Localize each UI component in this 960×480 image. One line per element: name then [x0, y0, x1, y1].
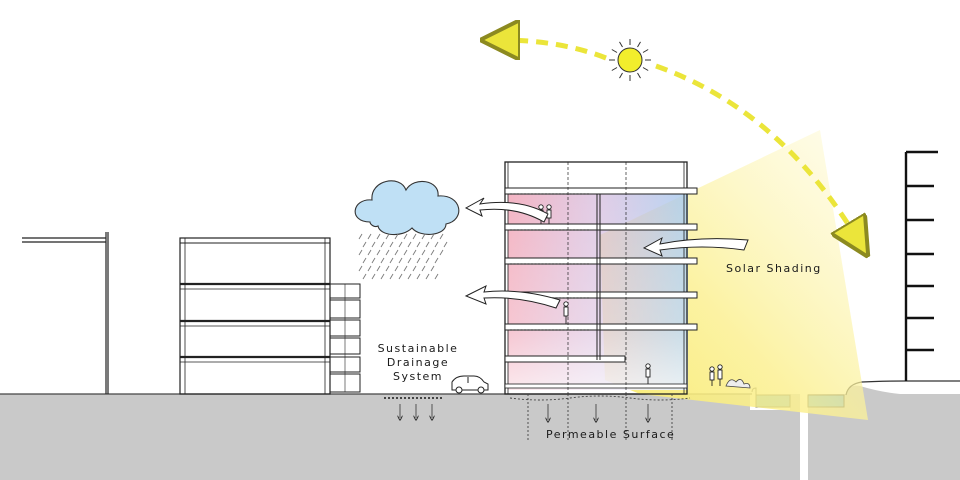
raindrop: [430, 265, 435, 272]
sun-ray: [637, 72, 641, 79]
raindrop: [412, 249, 417, 256]
raindrop: [389, 273, 394, 280]
solar-shading-label: Solar Shading: [726, 262, 822, 275]
raindrop: [407, 257, 412, 264]
cloud: [354, 180, 460, 236]
raindrop: [439, 233, 444, 240]
raindrop: [412, 233, 417, 240]
sun-ray: [642, 67, 649, 71]
sun-ray: [642, 49, 649, 53]
raindrop: [385, 265, 390, 272]
raindrop: [421, 233, 426, 240]
raindrop: [398, 241, 403, 248]
raindrop: [358, 249, 363, 256]
raindrop: [416, 257, 421, 264]
raindrop: [358, 233, 363, 240]
raindrop: [430, 249, 435, 256]
raindrop: [425, 273, 430, 280]
raindrop: [376, 233, 381, 240]
drainage-system: [384, 397, 444, 418]
raindrop: [371, 257, 376, 264]
raindrop: [407, 241, 412, 248]
raindrop: [376, 249, 381, 256]
raindrop: [371, 241, 376, 248]
permeable-surface-label: Permeable Surface: [546, 428, 676, 441]
sun-path-right: [655, 63, 858, 240]
raindrop: [416, 273, 421, 280]
raindrop: [376, 265, 381, 272]
sun-icon: [609, 39, 651, 81]
raindrop: [358, 265, 363, 272]
raindrop: [434, 273, 439, 280]
raindrop: [425, 257, 430, 264]
raindrop: [389, 257, 394, 264]
raindrop: [367, 233, 372, 240]
sun-ray: [619, 41, 623, 48]
raindrop: [403, 265, 408, 272]
raindrop: [380, 241, 385, 248]
raindrop: [367, 249, 372, 256]
raindrop: [362, 241, 367, 248]
rain: [358, 233, 448, 280]
raindrop: [394, 233, 399, 240]
ground: [0, 385, 960, 480]
raindrop: [416, 241, 421, 248]
raindrop: [389, 241, 394, 248]
building-right: [904, 150, 938, 381]
airflow-arrows: [464, 197, 749, 309]
raindrop: [403, 233, 408, 240]
sun-path-left: [500, 40, 607, 61]
raindrop: [425, 241, 430, 248]
raindrop: [398, 257, 403, 264]
raindrop: [385, 249, 390, 256]
raindrop: [380, 273, 385, 280]
raindrop: [430, 233, 435, 240]
raindrop: [371, 273, 376, 280]
building-middle: [179, 237, 361, 395]
raindrop: [443, 241, 448, 248]
raindrop: [398, 273, 403, 280]
raindrop: [439, 249, 444, 256]
raindrop: [403, 249, 408, 256]
car-icon: [451, 375, 489, 394]
shrub: [725, 379, 751, 389]
drainage-label: Sustainable Drainage System: [377, 342, 459, 383]
sun-ray: [637, 41, 641, 48]
raindrop: [362, 257, 367, 264]
sun-ray: [619, 72, 623, 79]
sun-ray: [611, 49, 618, 53]
raindrop: [421, 265, 426, 272]
sun-ray: [611, 67, 618, 71]
building-far-left: [22, 232, 109, 394]
permeable-surface: [509, 394, 691, 440]
raindrop: [434, 241, 439, 248]
raindrop: [421, 249, 426, 256]
raindrop: [385, 233, 390, 240]
raindrop: [380, 257, 385, 264]
raindrop: [362, 273, 367, 280]
raindrop: [412, 265, 417, 272]
raindrop: [394, 249, 399, 256]
raindrop: [434, 257, 439, 264]
raindrop: [394, 265, 399, 272]
raindrop: [407, 273, 412, 280]
raindrop: [367, 265, 372, 272]
